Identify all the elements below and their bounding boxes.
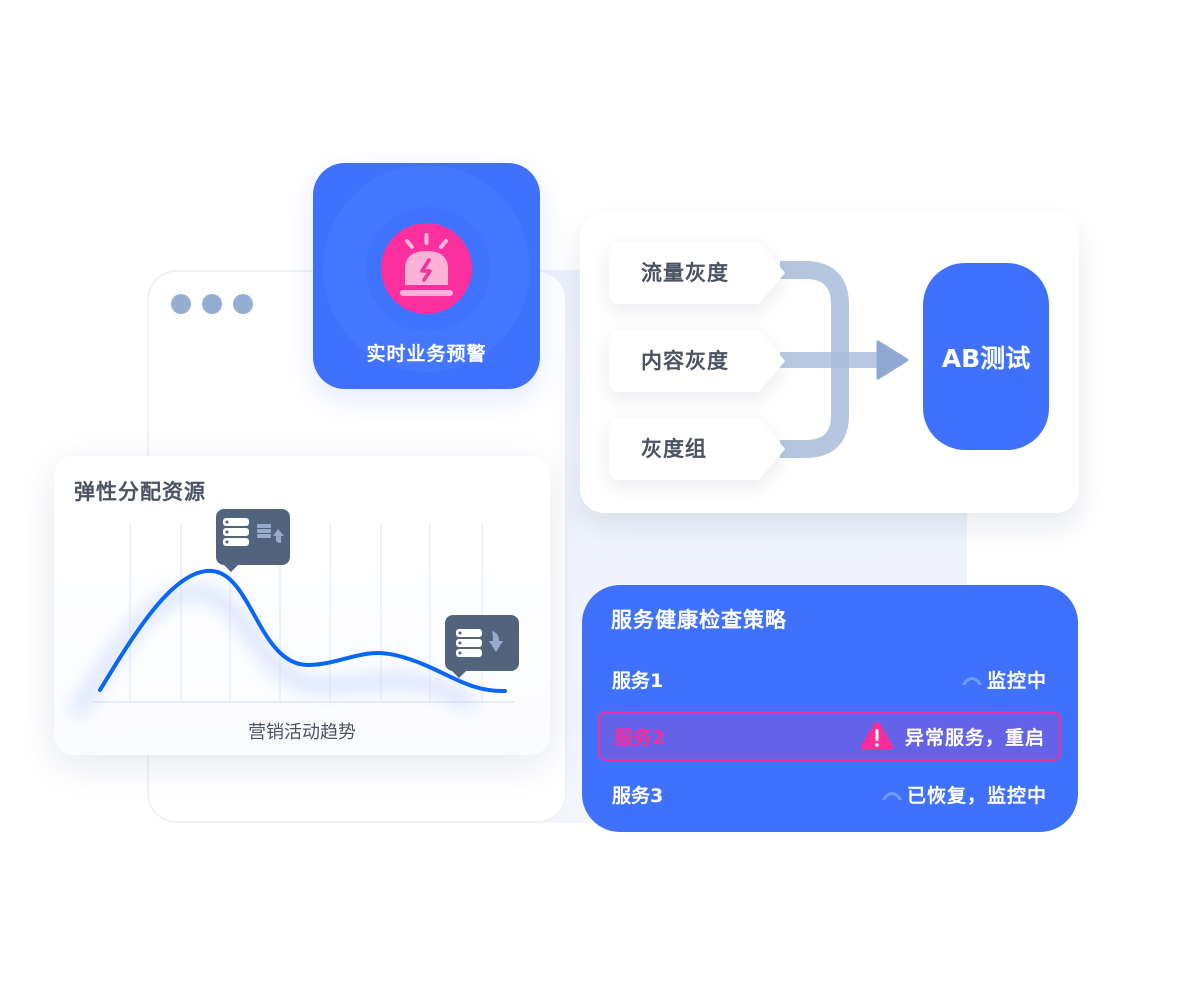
ab-test-target[interactable]: AB测试 [923,263,1049,450]
trend-chart [70,524,514,718]
window-dot-icon [233,294,253,314]
service-name: 服务3 [612,784,664,807]
service-row[interactable]: 服务1 监控中 [598,654,1061,704]
scale-down-tooltip[interactable] [445,615,519,678]
source-内容灰度[interactable]: 内容灰度 [609,330,785,392]
window-dot-icon [202,294,222,314]
elastic-resource-card: 弹性分配资源 [54,456,550,755]
source-灰度组[interactable]: 灰度组 [609,418,785,480]
realtime-alert-card[interactable]: 实时业务预警 [313,163,540,389]
flow-connector-icon [780,261,909,458]
alert-card-label: 实时业务预警 [366,343,487,365]
chart-x-label: 营销活动趋势 [248,722,356,743]
spinner-icon [882,792,902,800]
warning-triangle-icon [860,722,894,750]
scale-up-tooltip[interactable] [216,509,290,572]
service-row[interactable]: 服务3 已恢复，监控中 [598,769,1061,819]
source-label: 内容灰度 [641,349,729,373]
source-label: 灰度组 [641,437,707,461]
service-status: 监控中 [962,666,1047,693]
window-controls [171,294,253,314]
ab-test-label: AB测试 [941,343,1031,373]
ab-test-card: 流量灰度 内容灰度 灰度组 AB测试 [580,213,1079,513]
window-dot-icon [171,294,191,314]
status-text: 已恢复，监控中 [906,784,1047,807]
service-row-alert[interactable]: 服务2 异常服务，重启 [598,711,1061,761]
source-label: 流量灰度 [641,261,729,285]
service-status: 异常服务，重启 [859,720,1045,752]
card-title: 弹性分配资源 [74,480,206,504]
spinner-icon [962,677,982,685]
status-text: 监控中 [986,669,1047,692]
service-name: 服务1 [612,669,664,692]
service-status: 已恢复，监控中 [882,781,1047,808]
source-流量灰度[interactable]: 流量灰度 [609,242,785,304]
health-check-card: 服务健康检查策略 服务1 监控中 服务2 异常服务，重启 服务3 已恢复，监控中 [582,585,1078,832]
service-name: 服务2 [614,726,666,749]
alarm-light-icon [381,223,472,314]
status-text: 异常服务，重启 [904,726,1045,749]
server-scale-up-icon [223,518,284,546]
server-scale-down-icon [456,629,503,657]
card-title: 服务健康检查策略 [611,608,787,632]
